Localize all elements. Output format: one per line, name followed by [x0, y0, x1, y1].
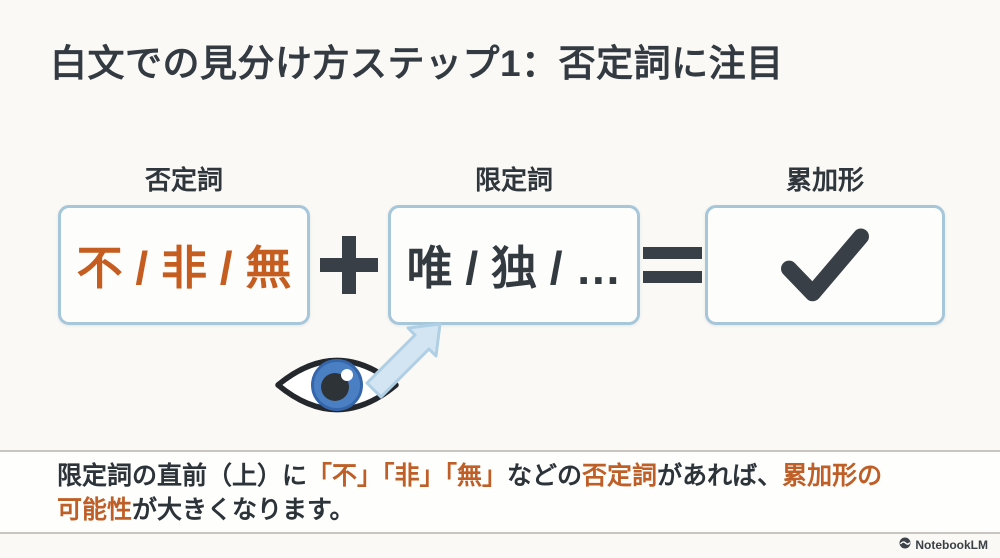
- note-text: 限定詞の直前（上）に: [57, 462, 308, 490]
- note-highlight: 否定詞: [582, 462, 658, 490]
- note-band: 限定詞の直前（上）に「不」「非」「無」などの否定詞があれば、累加形の 可能性が大…: [0, 450, 1000, 534]
- arrow-up-right-icon: [352, 312, 452, 412]
- limiting-box: 唯 / 独 / …: [388, 205, 640, 325]
- result-label: 累加形: [785, 165, 864, 195]
- negation-label: 否定詞: [144, 165, 223, 195]
- brand-watermark: NotebookLM: [899, 537, 988, 552]
- page-title: 白文での見分け方ステップ1：否定詞に注目: [50, 43, 784, 84]
- limiting-characters: 唯 / 独 / …: [406, 242, 622, 294]
- limiting-label: 限定詞: [474, 165, 553, 195]
- note-highlight: 「不」「非」「無」: [307, 462, 508, 490]
- note-text: などの: [507, 462, 583, 490]
- note-highlight: 累加形の: [782, 462, 883, 490]
- note-line-2: 可能性が大きくなります。: [57, 493, 1000, 527]
- note-text: が大きくなります。: [132, 496, 355, 524]
- eye-icon: [272, 345, 402, 425]
- check-icon: [766, 211, 884, 320]
- note-text: があれば、: [657, 462, 783, 490]
- negation-characters: 不 / 非 / 無: [76, 242, 292, 294]
- negation-box: 不 / 非 / 無: [58, 205, 310, 325]
- result-box: [705, 205, 945, 325]
- equals-icon: [643, 247, 702, 283]
- brand-name: NotebookLM: [915, 537, 988, 552]
- notebooklm-icon: [899, 537, 911, 552]
- note-line-1: 限定詞の直前（上）に「不」「非」「無」などの否定詞があれば、累加形の: [57, 459, 1000, 493]
- note-highlight: 可能性: [57, 496, 133, 524]
- plus-icon: [320, 236, 378, 294]
